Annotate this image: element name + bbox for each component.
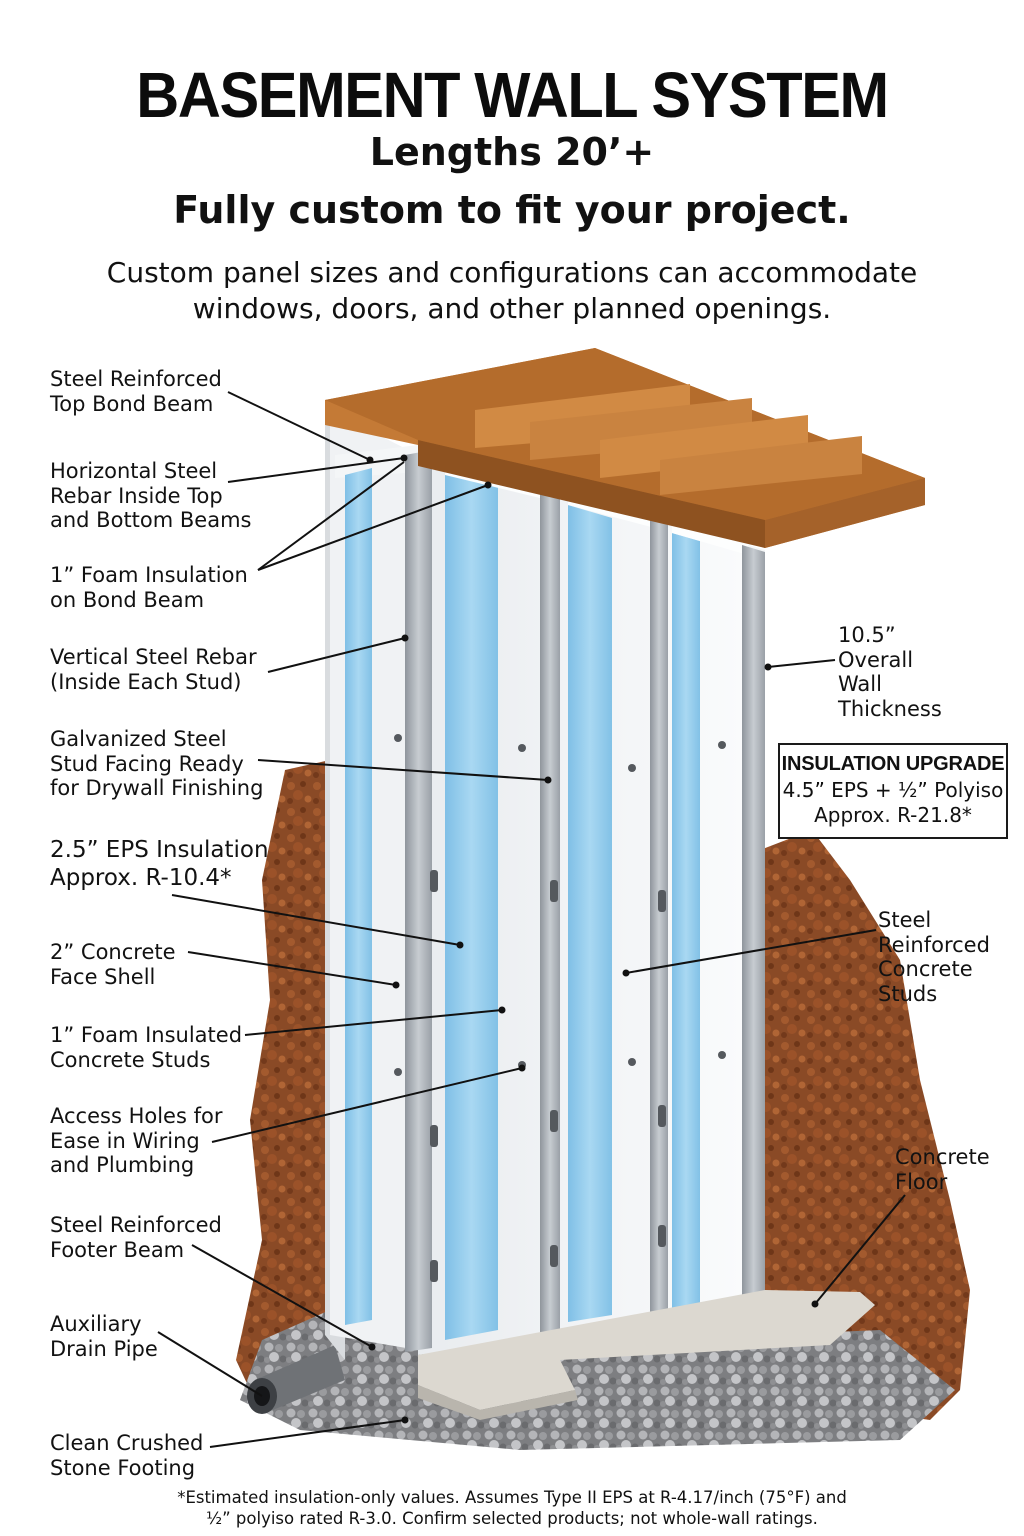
foam-panel-3 (568, 505, 612, 1322)
label-access-holes: Access Holes for Ease in Wiring and Plum… (50, 1104, 223, 1177)
subtitle-lengths: Lengths 20’+ (369, 130, 655, 174)
page-title: BASEMENT WALL SYSTEM (136, 59, 889, 131)
insulation-upgrade-box: INSULATION UPGRADE 4.5” EPS + ½” Polyiso… (778, 743, 1008, 839)
label-concrete-studs: Steel Reinforced Concrete Studs (878, 908, 990, 1006)
leader-lines (157, 391, 906, 1448)
foam-panel-1 (345, 468, 372, 1325)
foam-panel-2 (445, 470, 498, 1340)
steel-stud-2 (540, 488, 560, 1336)
soil-right (760, 830, 970, 1420)
leader-dots (366, 454, 819, 1424)
label-drain-pipe: Auxiliary Drain Pipe (50, 1312, 158, 1361)
label-face-shell: 2” Concrete Face Shell (50, 940, 176, 989)
label-top-bond-beam: Steel Reinforced Top Bond Beam (50, 367, 222, 416)
label-wall-thickness: 10.5” Overall Wall Thickness (838, 623, 942, 721)
upgrade-title: INSULATION UPGRADE (781, 753, 1005, 775)
steel-stud-1 (405, 450, 432, 1352)
label-eps-insulation: 2.5” EPS Insulation Approx. R-10.4* (50, 837, 269, 891)
description: Custom panel sizes and configurations ca… (106, 256, 918, 325)
steel-stud-3 (650, 520, 668, 1316)
floor-joists (325, 348, 925, 548)
label-foam-bond-beam: 1” Foam Insulation on Bond Beam (50, 563, 248, 612)
label-footer-beam: Steel Reinforced Footer Beam (50, 1213, 222, 1262)
label-concrete-floor: Concrete Floor (895, 1145, 990, 1194)
label-stone-footing: Clean Crushed Stone Footing (50, 1431, 204, 1480)
label-foam-studs: 1” Foam Insulated Concrete Studs (50, 1023, 243, 1072)
label-stud-facing: Galvanized Steel Stud Facing Ready for D… (50, 727, 264, 800)
upgrade-body: 4.5” EPS + ½” Polyiso Approx. R-21.8* (782, 778, 1004, 827)
label-vertical-rebar: Vertical Steel Rebar (Inside Each Stud) (50, 645, 257, 694)
concrete-floor (418, 1290, 875, 1410)
steel-stud-4 (742, 545, 765, 1308)
foam-panel-4 (672, 533, 700, 1308)
footnote: *Estimated insulation-only values. Assum… (177, 1488, 847, 1528)
label-horizontal-rebar: Horizontal Steel Rebar Inside Top and Bo… (50, 459, 252, 532)
subtitle-custom: Fully custom to fit your project. (173, 188, 851, 232)
